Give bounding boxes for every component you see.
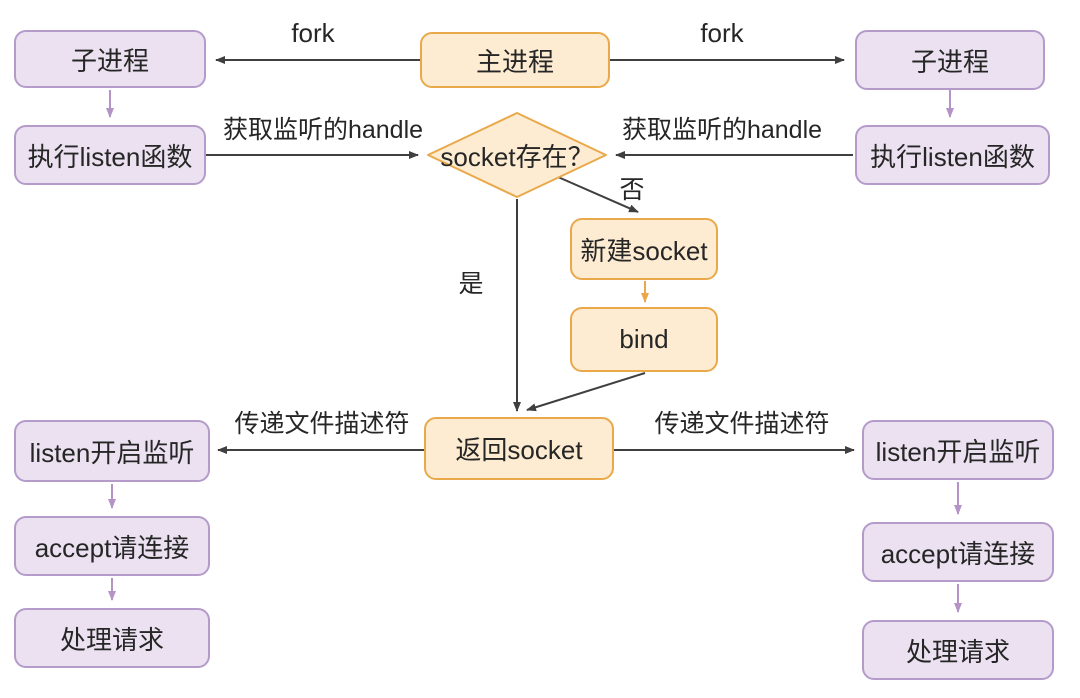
node-bind: bind (570, 307, 718, 372)
node-main-process: 主进程 (420, 32, 610, 88)
node-accept-left: accept请连接 (14, 516, 210, 576)
edge-label-get-handle-left: 获取监听的handle (222, 116, 424, 144)
edge-label-pass-fd-right: 传递文件描述符 (654, 410, 830, 438)
edge-label-yes: 是 (458, 270, 484, 298)
node-exec-listen-left: 执行listen函数 (14, 125, 206, 185)
node-handle-request-left: 处理请求 (14, 608, 210, 668)
arrow-bind-return (526, 372, 646, 412)
node-accept-right: accept请连接 (862, 522, 1054, 582)
edge-label-fork-right: fork (700, 18, 744, 48)
node-new-socket: 新建socket (570, 218, 718, 280)
node-return-socket: 返回socket (424, 417, 614, 480)
node-listen-start-left: listen开启监听 (14, 420, 210, 482)
diamond-shape (427, 112, 607, 198)
node-exec-listen-right: 执行listen函数 (855, 125, 1050, 185)
node-child-process-right: 子进程 (855, 30, 1045, 90)
edge-label-no: 否 (619, 176, 645, 204)
node-socket-exists-decision: socket存在？ (425, 111, 609, 199)
edge-label-pass-fd-left: 传递文件描述符 (234, 410, 410, 438)
node-handle-request-right: 处理请求 (862, 620, 1054, 680)
node-child-process-left: 子进程 (14, 30, 206, 88)
decision-label: socket存在？ (440, 141, 594, 172)
edge-label-get-handle-right: 获取监听的handle (621, 116, 823, 144)
node-listen-start-right: listen开启监听 (862, 420, 1054, 480)
edge-label-fork-left: fork (291, 18, 335, 48)
